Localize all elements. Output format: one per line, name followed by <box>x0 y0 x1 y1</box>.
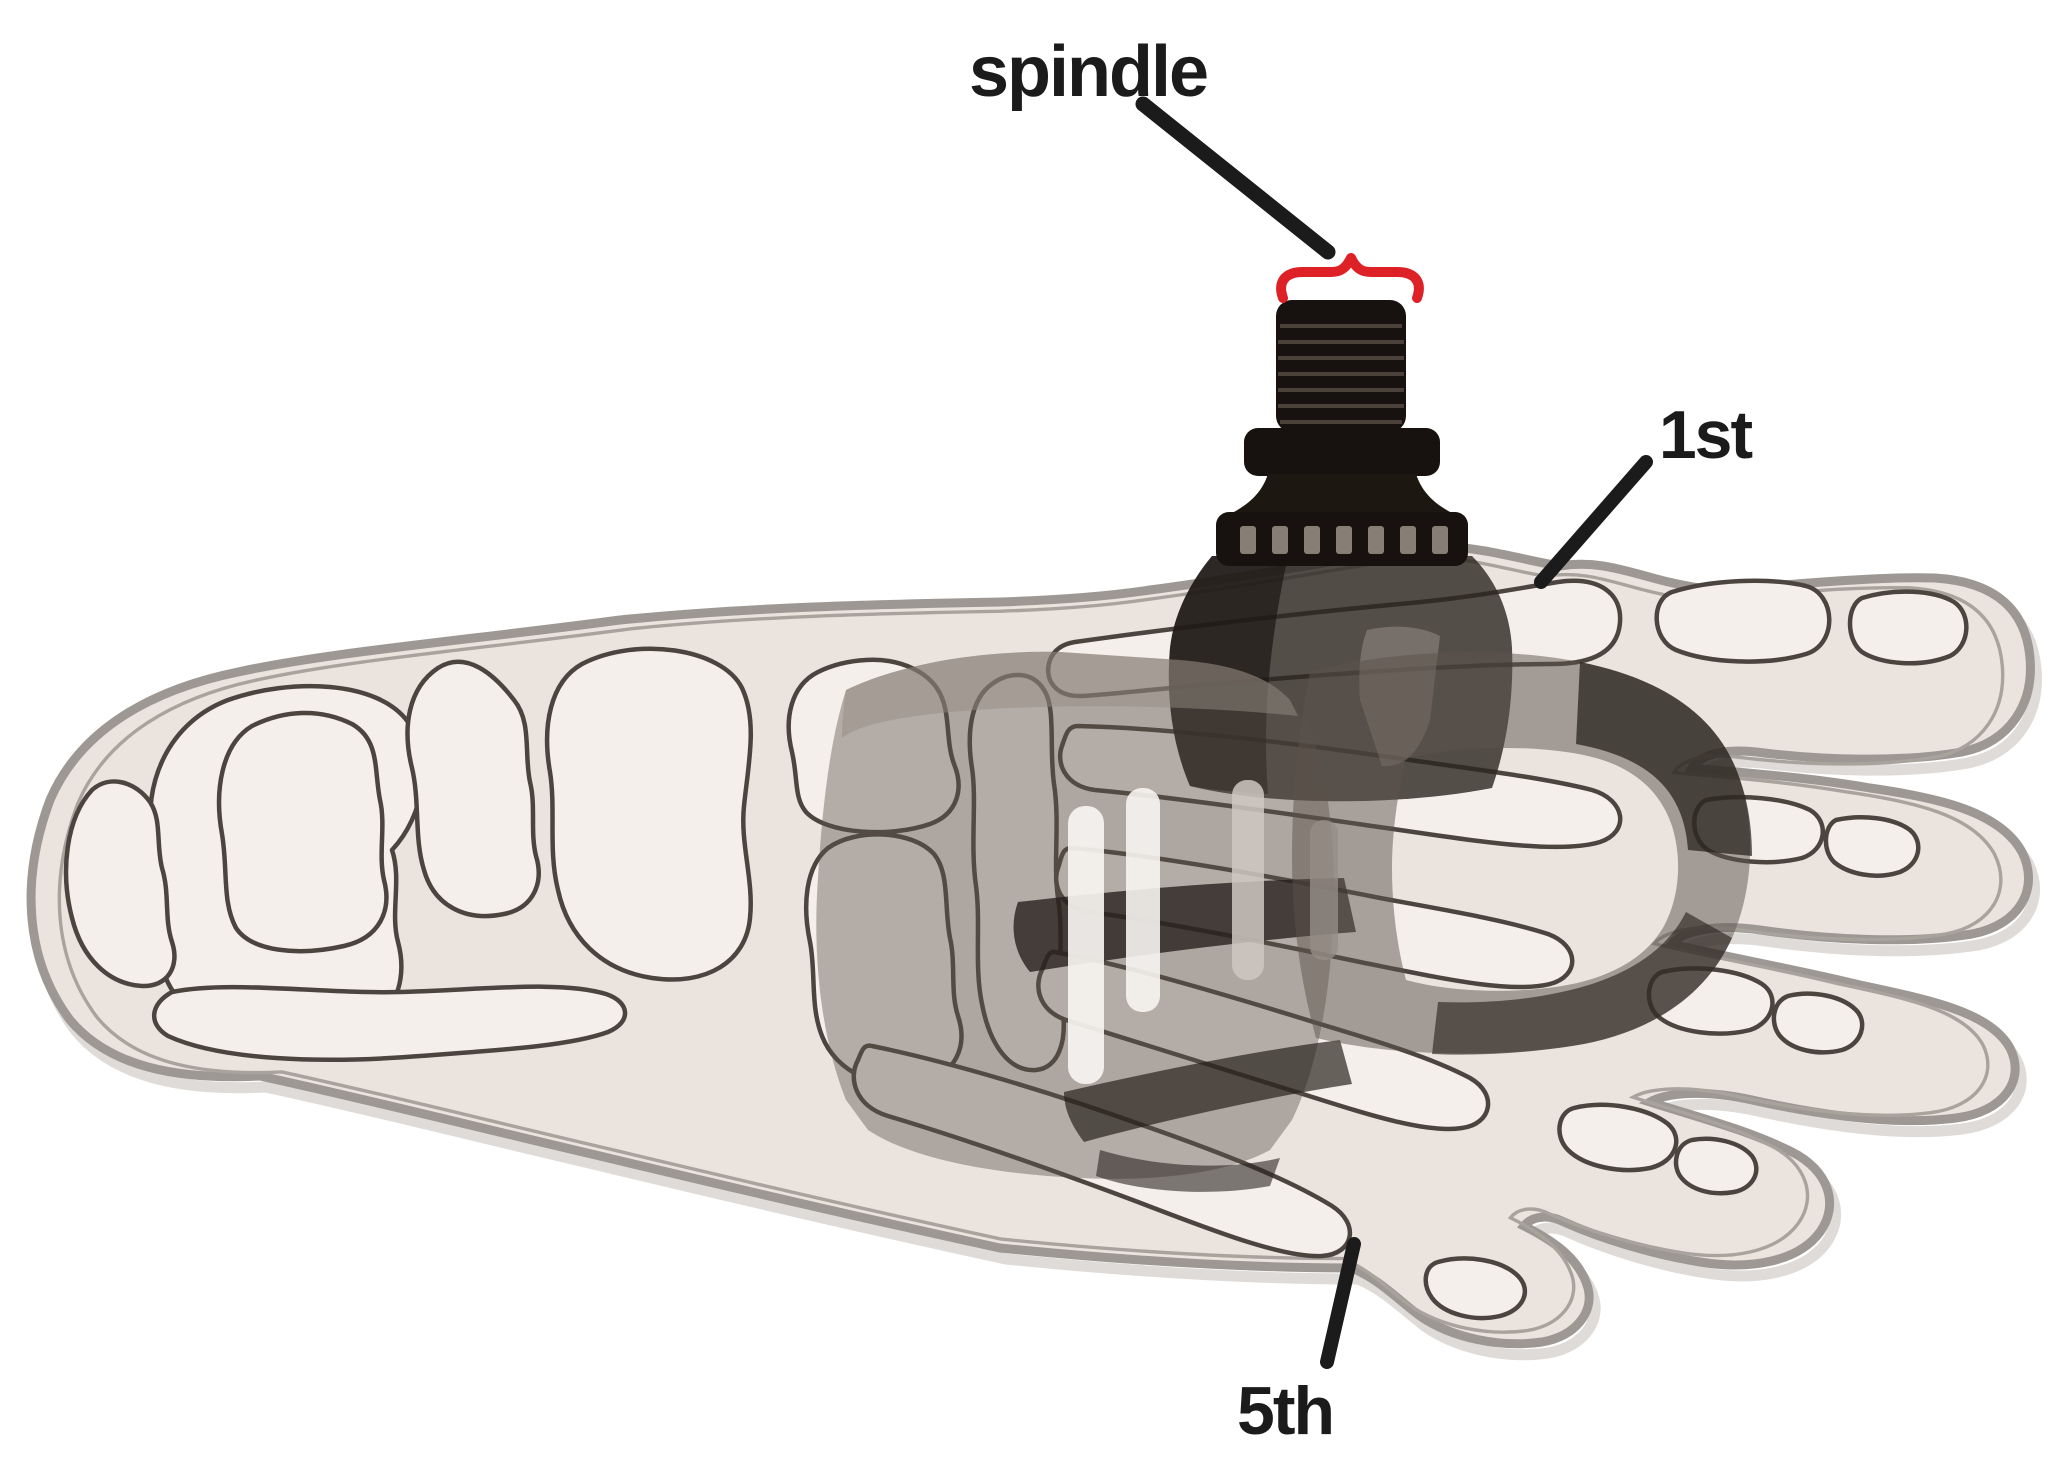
pedal-platform-tail <box>1096 1150 1280 1192</box>
pedal-loop-bottom-accent <box>1432 912 1732 1055</box>
bone-phalanx-4-proximal <box>1557 1102 1679 1173</box>
pedal-loop-corner-accent <box>1576 662 1752 856</box>
spindle-flange <box>1244 428 1440 476</box>
pedal-platform-front-edge <box>842 651 1298 738</box>
annotations: spindle 1st 5th <box>969 32 1755 1449</box>
bone-talus <box>216 710 389 954</box>
bone-phalanx-3-distal <box>1771 991 1865 1055</box>
bone-phalanx-4-distal <box>1673 1136 1759 1196</box>
fifth-leader-line <box>1320 1237 1361 1369</box>
pedal-slot-3 <box>1232 780 1264 980</box>
first-label: 1st <box>1659 397 1753 473</box>
spindle-thread-ridges <box>1278 324 1404 424</box>
bone-lateral-low <box>151 984 628 1062</box>
pedal-spindle <box>1216 300 1468 566</box>
pedal-body <box>816 556 1752 1192</box>
bone-phalanx-5 <box>1423 1256 1528 1321</box>
pedal-slot-2 <box>1126 788 1160 1012</box>
spindle-brace <box>1276 253 1424 303</box>
bone-navicular <box>405 659 541 919</box>
fifth-label: 5th <box>1237 1373 1333 1449</box>
spindle-leader-line <box>1135 96 1336 260</box>
spindle-thread-block <box>1276 300 1406 432</box>
spindle-label: spindle <box>969 32 1207 112</box>
bone-heel-lateral <box>63 779 177 989</box>
bone-midfoot-large <box>544 646 754 982</box>
bone-phalanx-1-proximal <box>1654 578 1832 664</box>
bone-phalanx-1-distal <box>1847 589 1969 666</box>
bone-phalanx-2-distal <box>1823 815 1921 878</box>
spindle-collar-slots <box>1240 526 1448 554</box>
pedal-lower-band <box>1064 1040 1352 1142</box>
pedal-slot-1 <box>1068 806 1104 1084</box>
spindle-cone <box>1230 474 1454 514</box>
first-leader-line <box>1534 455 1653 589</box>
